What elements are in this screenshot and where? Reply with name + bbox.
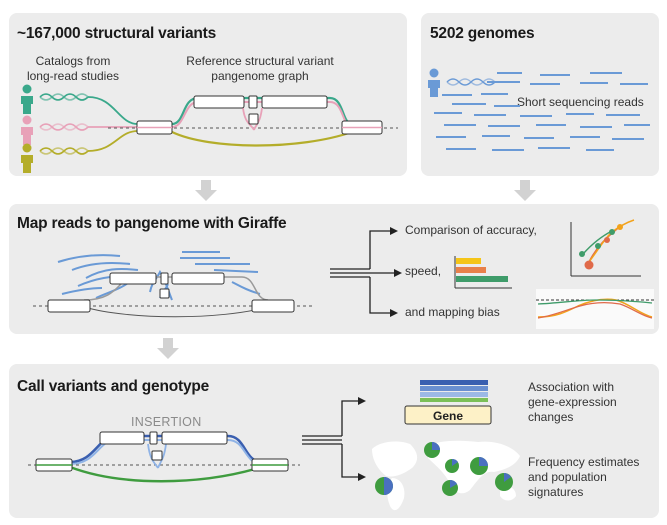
pie-1 <box>424 442 440 458</box>
graph-label: Reference structural variant pangenome g… <box>170 54 350 84</box>
association-line3: changes <box>528 410 574 424</box>
frequency-line3: signatures <box>528 485 584 499</box>
title-genomes: 5202 genomes <box>430 25 535 42</box>
gene-expression <box>404 380 492 425</box>
insertion-label: INSERTION <box>131 415 202 429</box>
bias-label: and mapping bias <box>405 305 500 319</box>
catalogs-label-line1: Catalogs from <box>35 54 111 68</box>
association-line2: gene-expression <box>528 395 617 409</box>
association-label: Association with gene-expression changes <box>528 380 617 425</box>
pie-3 <box>470 457 488 475</box>
branch-arrows-call <box>302 400 358 478</box>
down-arrow-1 <box>195 180 217 201</box>
accuracy-chart <box>570 219 641 277</box>
pie-6 <box>442 479 458 496</box>
frequency-label: Frequency estimates and population signa… <box>528 455 639 500</box>
association-line1: Association with <box>528 380 615 394</box>
pangenome-graph-3 <box>28 431 300 483</box>
title-call-variants: Call variants and genotype <box>17 378 210 395</box>
pangenome-graph-1 <box>108 95 398 147</box>
speed-bar-green <box>456 276 508 282</box>
branch-arrowheads-call <box>358 397 366 481</box>
person-icon-olive <box>21 143 33 173</box>
flow-arrows <box>157 180 536 359</box>
catalog-lines <box>87 96 139 152</box>
graph-label-line1: Reference structural variant <box>186 54 334 68</box>
bias-chart <box>536 289 654 329</box>
pie-5 <box>375 477 393 495</box>
title-structural-variants: ~167,000 structural variants <box>17 25 217 42</box>
speed-bar-yellow <box>456 258 481 264</box>
population-pies <box>375 442 513 496</box>
short-reads <box>434 72 650 151</box>
person-icon-teal <box>21 84 33 114</box>
frequency-line1: Frequency estimates <box>528 455 640 469</box>
gene-label: Gene <box>433 409 463 423</box>
dna-helices <box>39 93 89 155</box>
down-arrow-3 <box>157 338 179 359</box>
gene-box <box>404 405 492 425</box>
frequency-line2: and population <box>528 470 607 484</box>
graph-label-line2: pangenome graph <box>211 69 309 83</box>
catalogs-label: Catalogs from long-read studies <box>14 54 132 84</box>
down-arrow-2 <box>514 180 536 201</box>
accuracy-label: Comparison of accuracy, <box>405 223 537 237</box>
title-map-reads: Map reads to pangenome with Giraffe <box>17 215 287 232</box>
pie-4 <box>495 473 513 491</box>
speed-bars <box>454 256 512 289</box>
person-icon-blue <box>428 68 440 97</box>
branch-arrows-map <box>330 230 394 314</box>
speed-bar-orange <box>456 267 486 273</box>
pie-2 <box>445 458 459 473</box>
dna-helix-blue <box>446 78 496 86</box>
branch-arrowheads-map <box>390 227 402 317</box>
speed-label: speed, <box>405 264 442 278</box>
pangenome-graph-2 <box>33 251 315 318</box>
reads-label: Short sequencing reads <box>515 95 646 110</box>
panel-structural-variants <box>9 13 407 176</box>
person-icon-pink <box>21 115 33 145</box>
catalogs-label-line2: long-read studies <box>26 69 120 83</box>
